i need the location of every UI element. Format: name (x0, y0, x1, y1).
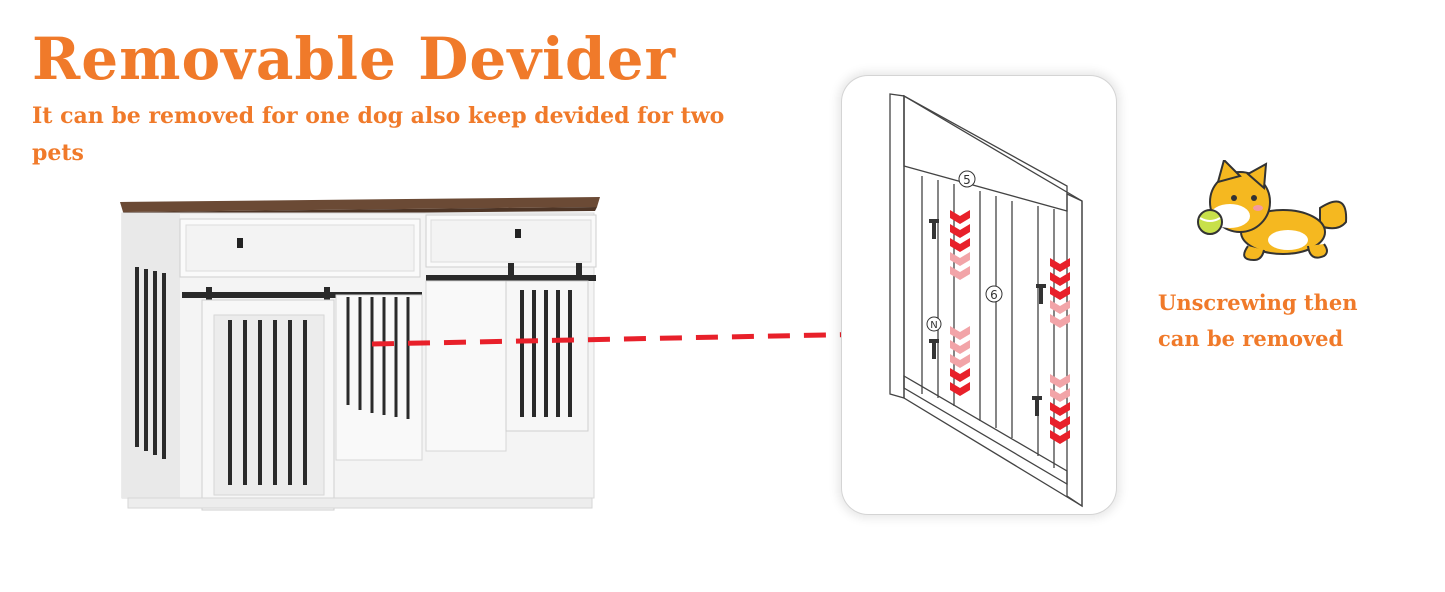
chevron-arrows-lower-left (950, 326, 970, 368)
shiba-dog-with-ball-icon (1188, 160, 1358, 270)
chevron-arrows-lower-right (1050, 374, 1070, 402)
guide-dashed-line (370, 330, 880, 350)
part-label-n: N (930, 320, 937, 331)
instruction-note: Unscrewing then can be removed (1158, 290, 1358, 351)
screw-icon (929, 219, 1046, 416)
page-title: Removable Devider (32, 25, 677, 93)
part-label-5: 5 (963, 173, 971, 187)
chevron-arrows-upper-right (1050, 258, 1070, 300)
part-label-6: 6 (990, 288, 998, 302)
chevron-arrows-upper-left (950, 210, 970, 252)
dog-crate-furniture (110, 185, 610, 530)
page-subtitle: It can be removed for one dog also keep … (32, 103, 725, 166)
divider-diagram-panel: 5 6 N (842, 76, 1116, 514)
